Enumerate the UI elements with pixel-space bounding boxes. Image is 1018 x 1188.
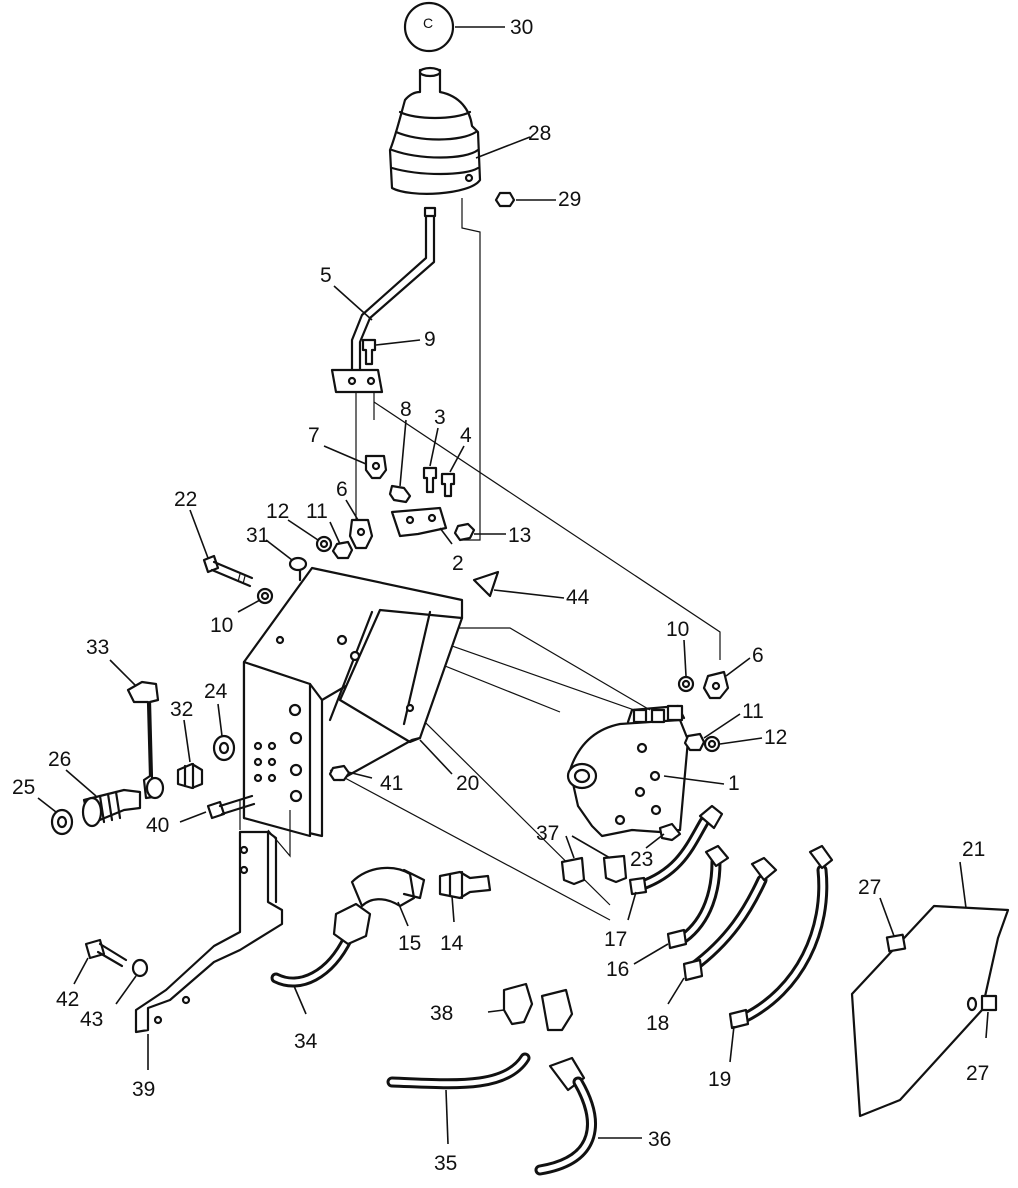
nut-13 <box>453 522 476 542</box>
screw-29 <box>494 191 516 208</box>
callout-43: 43 <box>80 1008 103 1031</box>
pin-8 <box>388 484 412 504</box>
callout-10-upper: 10 <box>210 614 233 637</box>
callout-11-right: 11 <box>742 700 764 723</box>
callout-21: 21 <box>962 838 985 861</box>
knob-letter: C <box>423 15 433 31</box>
callout-42: 42 <box>56 988 79 1011</box>
lever-rod-5 <box>350 206 437 384</box>
callout-32: 32 <box>170 698 193 721</box>
callout-17: 17 <box>604 928 627 951</box>
elbow-38 <box>502 982 574 1032</box>
callout-9: 9 <box>424 328 436 351</box>
callout-5: 5 <box>320 264 332 287</box>
callout-41: 41 <box>380 772 403 795</box>
shim-44 <box>472 570 500 598</box>
callout-3: 3 <box>434 406 446 429</box>
callout-11-upper: 11 <box>306 500 328 523</box>
callout-30: 30 <box>510 16 533 39</box>
callout-6-upper: 6 <box>336 478 348 501</box>
bolt-3 <box>422 466 438 494</box>
callout-25: 25 <box>12 776 35 799</box>
boot-28 <box>388 66 482 195</box>
hose-18 <box>682 856 778 982</box>
callout-19: 19 <box>708 1068 731 1091</box>
quick-coupler-26 <box>81 788 142 828</box>
callout-40: 40 <box>146 814 169 837</box>
washer-10-upper <box>256 587 274 605</box>
control-valve-1 <box>566 704 690 838</box>
callout-22: 22 <box>174 488 197 511</box>
callout-36: 36 <box>648 1128 671 1151</box>
hose-16 <box>666 844 730 950</box>
callout-2: 2 <box>452 552 464 575</box>
callout-15: 15 <box>398 932 421 955</box>
nut-11-right <box>683 732 706 752</box>
hose-17 <box>628 804 724 896</box>
clevis-6-upper <box>348 518 374 550</box>
callout-34: 34 <box>294 1030 318 1053</box>
washer-24 <box>212 734 236 762</box>
callout-23: 23 <box>630 848 653 871</box>
pin-31 <box>288 556 308 582</box>
nut-12-upper <box>315 535 333 553</box>
callout-27-upper: 27 <box>858 876 881 899</box>
bolt-40 <box>206 794 256 820</box>
callout-20: 20 <box>456 772 479 795</box>
rod-plate <box>330 368 384 394</box>
callout-13: 13 <box>508 524 531 547</box>
callout-12-right: 12 <box>764 726 787 749</box>
callout-14: 14 <box>440 932 464 955</box>
callout-24: 24 <box>204 680 228 703</box>
elbow-15 <box>350 866 426 908</box>
callout-26: 26 <box>48 748 71 771</box>
callout-4: 4 <box>460 424 472 447</box>
mounting-bracket-20 <box>242 566 464 838</box>
hose-35 <box>386 1052 531 1090</box>
bolt-42 <box>84 938 128 968</box>
bolt-4 <box>440 472 456 498</box>
callout-7: 7 <box>308 424 320 447</box>
fitting-14 <box>438 870 492 900</box>
callout-10-right: 10 <box>666 618 689 641</box>
clevis-6-right <box>702 670 730 700</box>
shield-21 <box>850 904 1010 1118</box>
callout-28: 28 <box>528 122 551 145</box>
callout-18: 18 <box>646 1012 669 1035</box>
washer-10-right <box>677 675 695 693</box>
callout-1: 1 <box>728 772 740 795</box>
bolt-22 <box>202 554 254 588</box>
hose-19 <box>728 844 834 1030</box>
fitting-32 <box>176 762 204 790</box>
handle-33 <box>126 680 165 800</box>
callout-33: 33 <box>86 636 109 659</box>
dust-cap-25 <box>50 808 74 836</box>
clevis-7 <box>364 454 388 480</box>
support-bracket-39 <box>134 800 291 1034</box>
callout-6-right: 6 <box>752 644 764 667</box>
callout-39: 39 <box>132 1078 155 1101</box>
hose-34 <box>270 902 372 988</box>
fittings-37 <box>560 854 628 886</box>
hose-36 <box>534 1056 597 1176</box>
bracket-2 <box>390 506 448 538</box>
nut-11-upper <box>331 540 354 560</box>
callout-layer: 30 28 29 5 9 7 8 3 4 6 13 22 12 <box>12 16 989 1175</box>
callout-44: 44 <box>566 586 590 609</box>
callout-38: 38 <box>430 1002 453 1025</box>
callout-16: 16 <box>606 958 629 981</box>
callout-31: 31 <box>246 524 269 547</box>
bolt-9 <box>361 338 377 366</box>
nut-41 <box>328 764 351 782</box>
callout-37: 37 <box>536 822 559 845</box>
washer-43 <box>131 958 149 978</box>
nut-12-right <box>703 735 721 753</box>
callout-29: 29 <box>558 188 581 211</box>
shift-knob-30: C <box>403 1 455 53</box>
callout-12-upper: 12 <box>266 500 289 523</box>
callout-27-lower: 27 <box>966 1062 989 1085</box>
callout-35: 35 <box>434 1152 457 1175</box>
callout-8: 8 <box>400 398 412 421</box>
